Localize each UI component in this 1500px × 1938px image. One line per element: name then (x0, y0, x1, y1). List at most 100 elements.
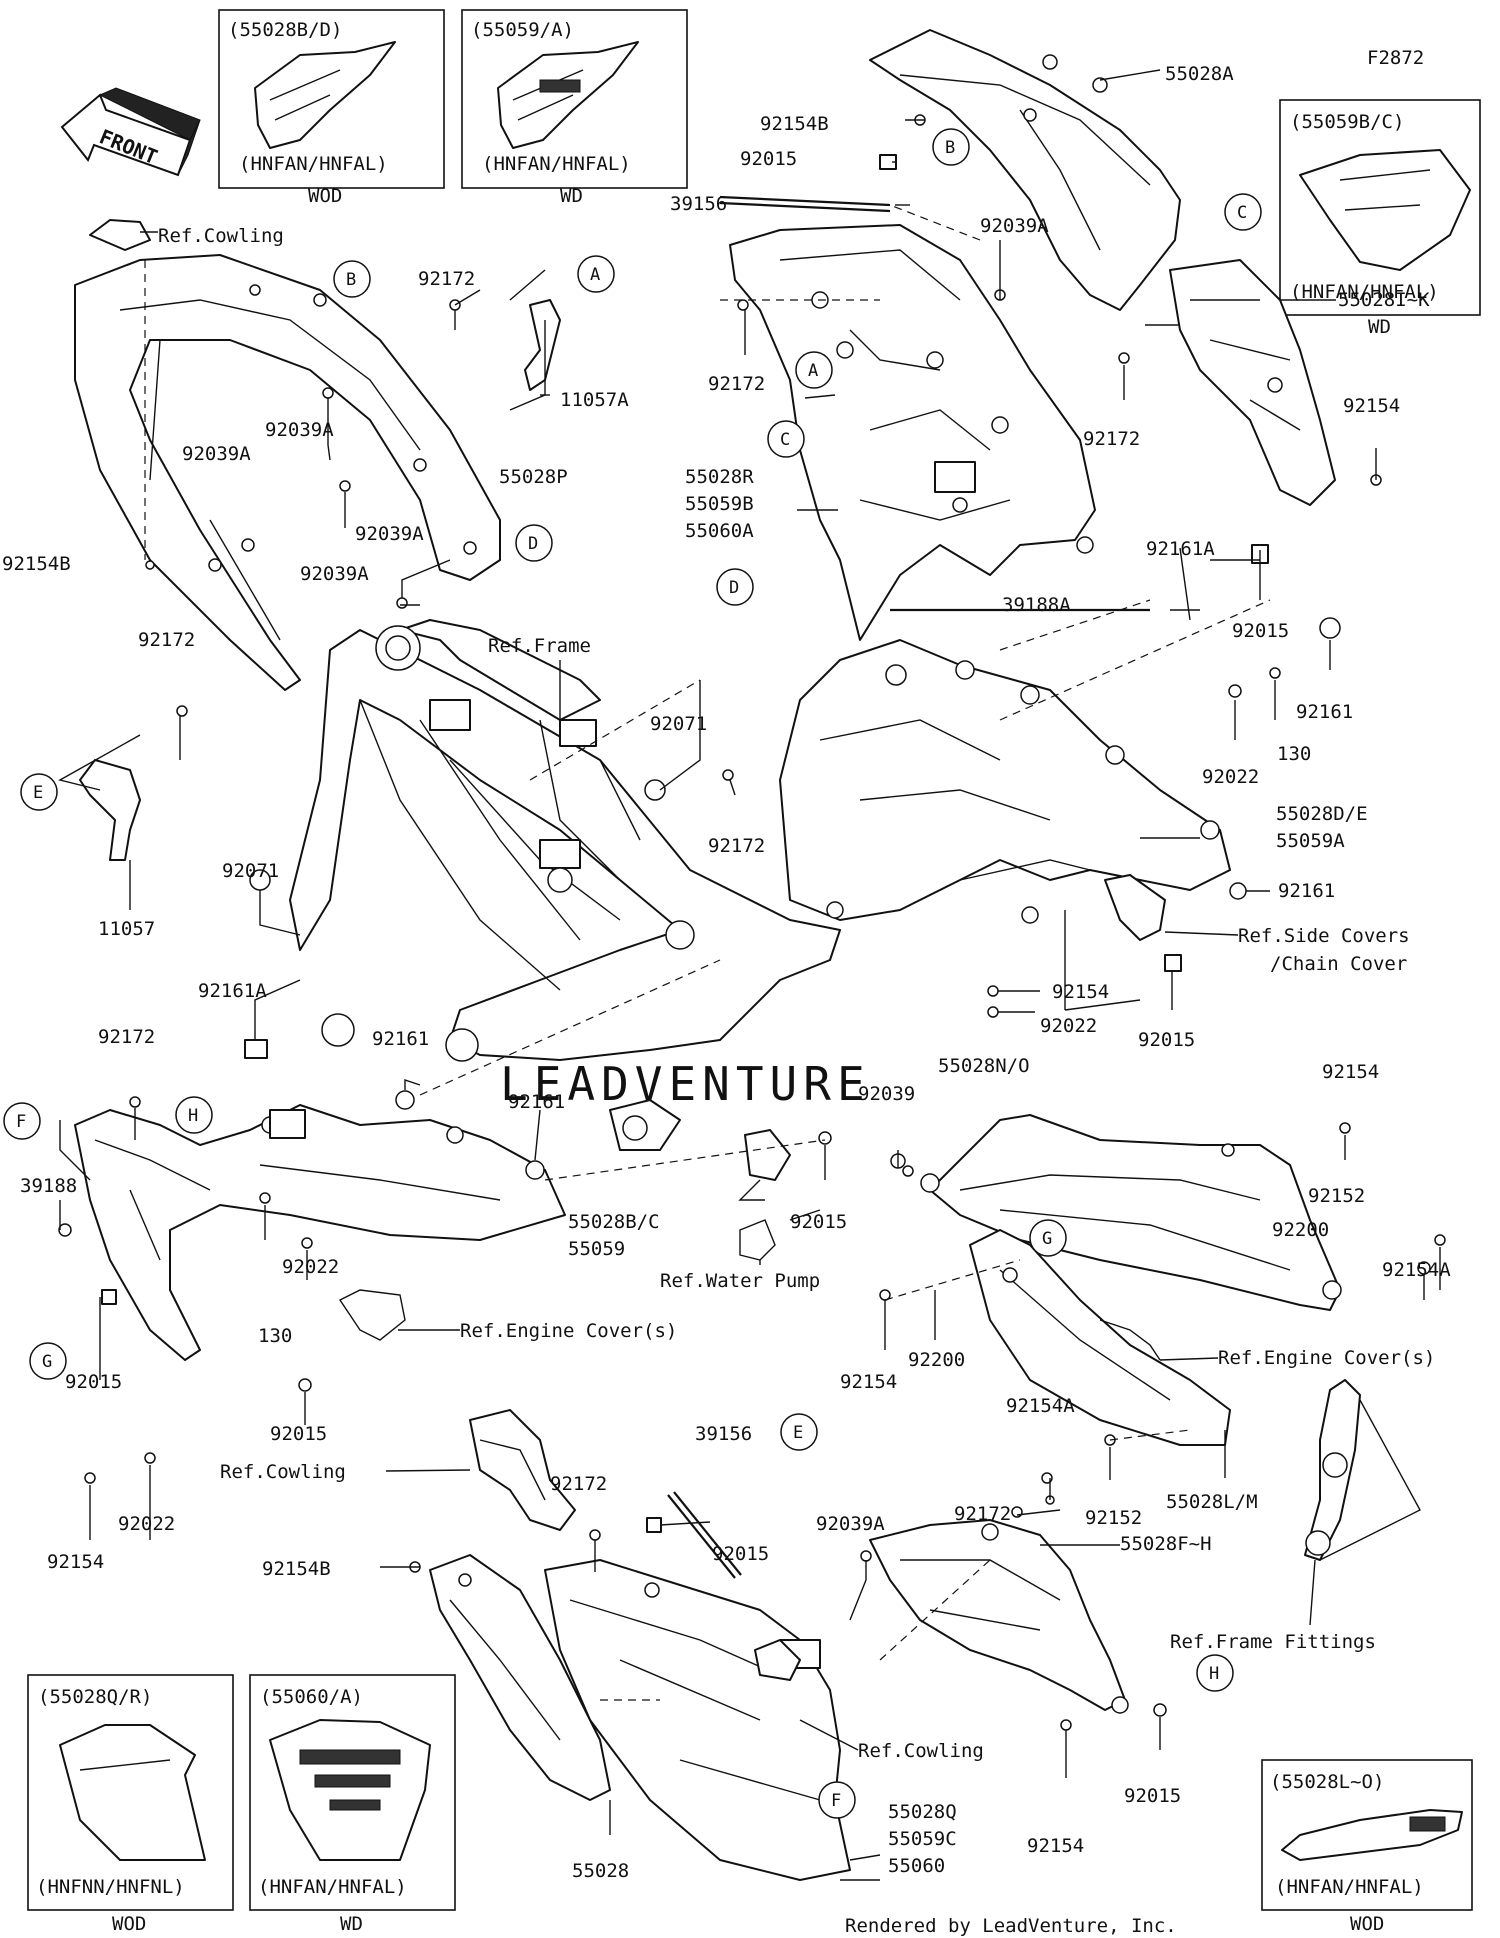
svg-text:B: B (945, 138, 955, 158)
label-92039A-b: 92039A (182, 443, 251, 465)
label-130-right: 130 (1277, 743, 1311, 765)
ref-frame-fittings: Ref.Frame Fittings (1170, 1631, 1376, 1653)
side-cowl-55028R (729, 224, 1096, 641)
label-92015-bottom: 92015 (270, 1423, 327, 1445)
ref-frame: Ref.Frame (488, 635, 591, 657)
label-92161-b: 92161 (508, 1091, 565, 1113)
label-92039A-top: 92039A (980, 215, 1049, 237)
callout-A-2: A (795, 351, 833, 389)
label-55059-lower: 55059 (568, 1238, 625, 1260)
label-92154A-b: 92154A (1006, 1395, 1075, 1417)
ref-engine-covers-2: Ref.Engine Cover(s) (1218, 1347, 1435, 1369)
inset-box-55060A: (55060/A) (HNFAN/HNFAL) WD (249, 1674, 456, 1935)
ref-cowling-1: Ref.Cowling (158, 225, 284, 247)
cowling-stay-lower (469, 1409, 576, 1531)
front-arrow-icon: FRONT (60, 87, 201, 177)
svg-text:A: A (590, 265, 600, 285)
label-92015-pump: 92015 (790, 1211, 847, 1233)
label-92154-pump: 92154 (840, 1371, 897, 1393)
label-92172-center: 92172 (708, 835, 765, 857)
side-panel-55028FH (869, 1519, 1129, 1714)
svg-text:C: C (780, 430, 790, 450)
callout-H-2: H (1196, 1654, 1234, 1692)
label-92154-bottomleft: 92154 (47, 1551, 104, 1573)
frame-fittings-bracket (1304, 1379, 1361, 1561)
svg-text:(55028B/D): (55028B/D) (228, 19, 342, 41)
svg-text:(55028L~O): (55028L~O) (1270, 1771, 1384, 1793)
label-55028A: 55028A (1165, 63, 1234, 85)
lower-fin-55028LM (969, 1229, 1231, 1446)
svg-text:H: H (188, 1106, 198, 1126)
callout-D-2: D (716, 568, 754, 606)
svg-text:F: F (831, 1791, 841, 1811)
label-92022-lowleft: 92022 (282, 1256, 339, 1278)
label-92039A-a: 92039A (265, 419, 334, 441)
svg-text:F: F (16, 1112, 26, 1132)
svg-text:G: G (42, 1352, 52, 1372)
figure-code: F2872 (1367, 47, 1424, 69)
label-55028BC: 55028B/C (568, 1211, 660, 1233)
callout-C-2: C (1224, 193, 1262, 231)
ref-engine-covers-1: Ref.Engine Cover(s) (460, 1320, 677, 1342)
label-92161-side: 92161 (1278, 880, 1335, 902)
callout-B-1: B (333, 260, 371, 298)
label-92172-right: 92172 (1083, 428, 1140, 450)
svg-text:WD: WD (560, 185, 583, 207)
label-92154-right: 92154 (1343, 395, 1400, 417)
svg-text:(HNFAN/HNFAL): (HNFAN/HNFAL) (258, 1876, 407, 1898)
lower-cowl-55028NO (920, 1114, 1342, 1311)
bracket-11057 (79, 759, 141, 861)
callout-E-2: E (780, 1413, 818, 1451)
label-92161A-left: 92161A (198, 980, 267, 1002)
svg-text:WD: WD (1368, 316, 1391, 338)
ref-cowling-3: Ref.Cowling (858, 1740, 984, 1762)
label-92015-bottomright: 92015 (1124, 1785, 1181, 1807)
callout-F-1: F (3, 1102, 41, 1140)
label-11057: 11057 (98, 918, 155, 940)
label-55060A: 55060A (685, 520, 754, 542)
assembly-lines (419, 204, 1271, 1701)
svg-text:C: C (1237, 203, 1247, 223)
label-92015-bottomcenter: 92015 (712, 1543, 769, 1565)
ref-cowling-2: Ref.Cowling (220, 1461, 346, 1483)
label-92172-f: 92172 (98, 1026, 155, 1048)
label-92172-bottomright: 92172 (954, 1503, 1011, 1525)
inset-box-55059A: (55059/A) (HNFAN/HNFAL) WD (461, 9, 688, 207)
label-92172-left: 92172 (418, 268, 475, 290)
bracket-11057A (524, 299, 561, 391)
inner-panel-55028IK (1169, 259, 1336, 506)
svg-text:A: A (808, 361, 818, 381)
ref-water-pump: Ref.Water Pump (660, 1270, 820, 1292)
label-92039A-c: 92039A (355, 523, 424, 545)
frame-assembly (289, 619, 841, 1201)
label-92039A-bottom: 92039A (816, 1513, 885, 1535)
label-92154A-a: 92154A (1382, 1259, 1451, 1281)
water-pump-bracket (739, 1219, 776, 1261)
callout-D-1: D (515, 524, 553, 562)
label-55059C: 55059C (888, 1828, 957, 1850)
svg-text:WOD: WOD (1350, 1913, 1384, 1935)
rod-39156-lower (667, 1494, 736, 1579)
callout-G-2: G (1029, 1219, 1067, 1257)
label-92172-mid: 92172 (708, 373, 765, 395)
label-130-lowleft: 130 (258, 1325, 292, 1347)
label-92022-center: 92022 (1040, 1015, 1097, 1037)
svg-text:(55059/A): (55059/A) (471, 19, 574, 41)
label-55028R: 55028R (685, 466, 754, 488)
label-92172-bottom: 92172 (550, 1473, 607, 1495)
callout-H-1: H (175, 1096, 213, 1134)
callout-A-1: A (577, 255, 615, 293)
label-92154B-bottom: 92154B (262, 1558, 331, 1580)
svg-text:(HNFAN/HNFAL): (HNFAN/HNFAL) (1290, 281, 1439, 303)
upper-cowl-55028A (869, 29, 1181, 311)
inset-box-55028BD: (55028B/D) (HNFAN/HNFAL) WOD (218, 9, 445, 207)
label-92154B-left: 92154B (2, 553, 71, 575)
label-92152-a: 92152 (1308, 1185, 1365, 1207)
label-92015-center: 92015 (1138, 1029, 1195, 1051)
callout-F-2: F (818, 1781, 856, 1819)
svg-text:WOD: WOD (112, 1913, 146, 1935)
svg-text:(HNFAN/HNFAL): (HNFAN/HNFAL) (482, 153, 631, 175)
ref-side-covers-1: Ref.Side Covers (1238, 925, 1410, 947)
label-92172-e: 92172 (138, 629, 195, 651)
